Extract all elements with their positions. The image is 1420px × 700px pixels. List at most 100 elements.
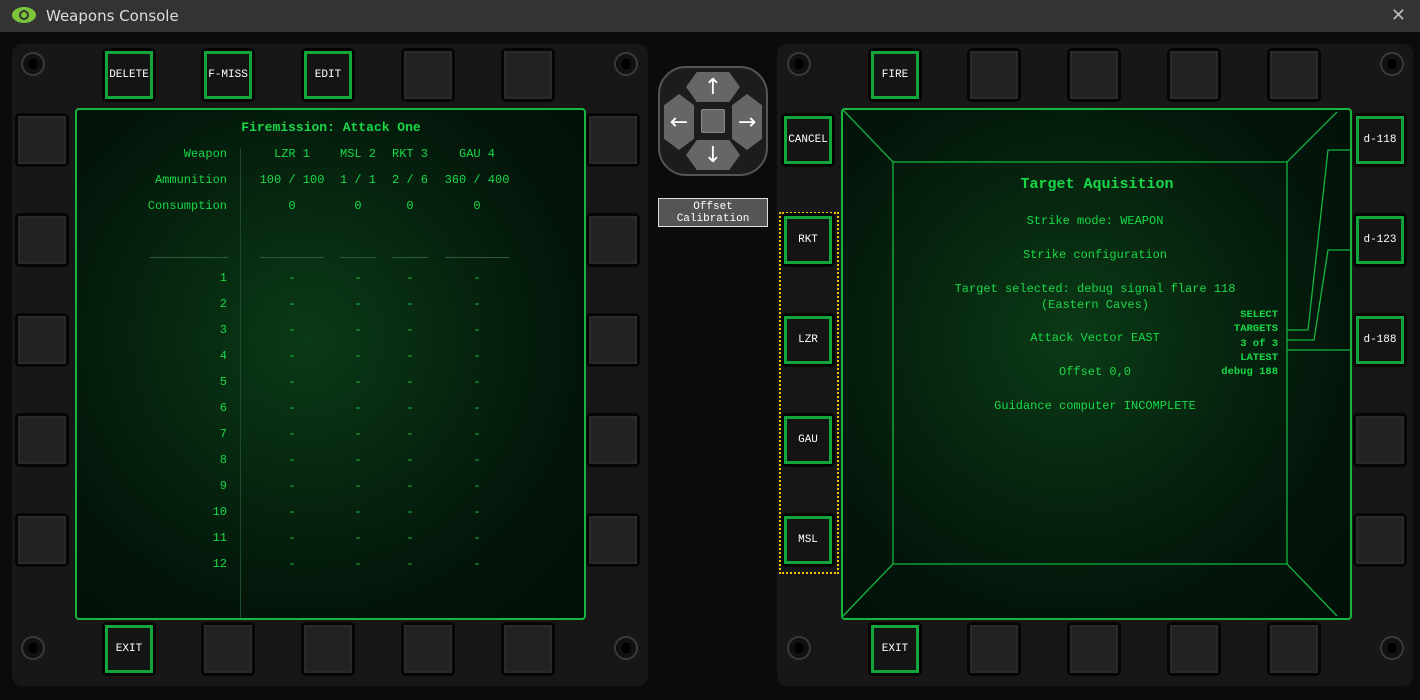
arrow-down-button[interactable]: ↓ [686, 140, 740, 170]
arrow-up-button[interactable]: ↑ [686, 72, 740, 102]
left-top-button-4[interactable] [401, 48, 455, 102]
close-icon[interactable]: ✕ [1390, 5, 1406, 26]
column-separator [445, 257, 509, 258]
target-button-d-188[interactable]: d-188 [1353, 313, 1407, 367]
row-label: Consumption [147, 199, 227, 213]
offset-calibration-button[interactable]: Offset Calibration [658, 198, 768, 227]
right-top-button-fire-label: FIRE [871, 51, 919, 99]
right-side-button-1[interactable] [586, 113, 640, 167]
row-number: 4 [219, 349, 227, 363]
left-top-button-edit-label: EDIT [304, 51, 352, 99]
weapon-button-lzr[interactable]: LZR [781, 313, 835, 367]
screw-icon [787, 52, 811, 76]
target-button-d-118[interactable]: d-118 [1353, 113, 1407, 167]
left-side-button-4[interactable] [15, 413, 69, 467]
empty-cell: - [288, 375, 296, 389]
empty-cell: - [354, 505, 362, 519]
empty-cell: - [288, 505, 296, 519]
left-top-button-f-miss[interactable]: F-MISS [201, 48, 255, 102]
weapon-button-gau[interactable]: GAU [781, 413, 835, 467]
left-side-button-5[interactable] [15, 513, 69, 567]
empty-cell: - [288, 557, 296, 571]
left-top-button-edit[interactable]: EDIT [301, 48, 355, 102]
empty-cell: - [473, 479, 481, 493]
row-number: 3 [219, 323, 227, 337]
row-number: 5 [219, 375, 227, 389]
row-number: 12 [212, 557, 227, 571]
empty-cell: - [288, 323, 296, 337]
right-bottom-button-exit-label: EXIT [871, 625, 919, 673]
right-bottom-button-3[interactable] [1067, 622, 1121, 676]
left-bottom-button-5[interactable] [501, 622, 555, 676]
empty-cell: - [406, 323, 414, 337]
empty-cell: - [473, 453, 481, 467]
right-side-button-5[interactable] [586, 513, 640, 567]
arrow-right-button[interactable]: → [732, 94, 762, 150]
row-number: 8 [219, 453, 227, 467]
screw-icon [21, 636, 45, 660]
offset-readout: Offset 0,0 [1058, 365, 1132, 379]
row-number: 11 [212, 531, 227, 545]
left-side-button-3[interactable] [15, 313, 69, 367]
left-top-button-5[interactable] [501, 48, 555, 102]
left-side-button-1[interactable] [15, 113, 69, 167]
right-top-button-fire[interactable]: FIRE [868, 48, 922, 102]
column-consumption: 0 [406, 199, 414, 213]
empty-cell: - [473, 505, 481, 519]
empty-cell: - [473, 297, 481, 311]
strike-mode: Strike mode: WEAPON [1026, 214, 1164, 228]
weapon-button-rkt[interactable]: RKT [781, 213, 835, 267]
column-consumption: 0 [354, 199, 362, 213]
left-bottom-button-exit[interactable]: EXIT [102, 622, 156, 676]
target-button-d-123[interactable]: d-123 [1353, 213, 1407, 267]
arrow-left-button[interactable]: ← [664, 94, 694, 150]
empty-cell: - [354, 349, 362, 363]
left-bottom-button-4[interactable] [401, 622, 455, 676]
right-side-button-3[interactable] [586, 313, 640, 367]
row-number: 10 [212, 505, 227, 519]
right-bottom-button-exit[interactable]: EXIT [868, 622, 922, 676]
left-bottom-button-3[interactable] [301, 622, 355, 676]
empty-cell: - [406, 531, 414, 545]
empty-cell: - [473, 271, 481, 285]
empty-cell: - [406, 401, 414, 415]
column-ammo: 1 / 1 [339, 173, 377, 187]
right-side-button-2[interactable] [586, 213, 640, 267]
right-bottom-button-2[interactable] [967, 622, 1021, 676]
empty-cell: - [406, 297, 414, 311]
center-button[interactable] [701, 109, 725, 133]
right-top-button-5[interactable] [1267, 48, 1321, 102]
left-side-button-2[interactable] [15, 213, 69, 267]
right-bottom-button-5[interactable] [1267, 622, 1321, 676]
right-bottom-button-4[interactable] [1167, 622, 1221, 676]
empty-cell: - [406, 427, 414, 441]
target-location: (Eastern Caves) [1040, 298, 1150, 312]
target-side-button-4[interactable] [1353, 413, 1407, 467]
row-number: 9 [219, 479, 227, 493]
empty-cell: - [406, 375, 414, 389]
left-bottom-button-2[interactable] [201, 622, 255, 676]
weapon-button-msl-label: MSL [784, 516, 832, 564]
empty-cell: - [354, 401, 362, 415]
right-top-button-3[interactable] [1067, 48, 1121, 102]
left-top-button-delete[interactable]: DELETE [102, 48, 156, 102]
right-top-button-2[interactable] [967, 48, 1021, 102]
strike-configuration: Strike configuration [1022, 248, 1168, 262]
right-top-button-4[interactable] [1167, 48, 1221, 102]
row-label: Ammunition [154, 173, 227, 187]
calibration-label: Calibration [676, 213, 750, 225]
column-consumption: 0 [473, 199, 481, 213]
column-separator [260, 257, 324, 258]
direction-pad: ↑ ↓ ← → [658, 66, 768, 176]
weapon-button-gau-label: GAU [784, 416, 832, 464]
weapon-button-cancel[interactable]: CANCEL [781, 113, 835, 167]
empty-cell: - [473, 375, 481, 389]
weapon-button-msl[interactable]: MSL [781, 513, 835, 567]
select-targets-line: TARGETS [1233, 323, 1278, 336]
target-side-button-5[interactable] [1353, 513, 1407, 567]
guidance-status: Guidance computer INCOMPLETE [994, 399, 1196, 413]
right-side-button-4[interactable] [586, 413, 640, 467]
row-label: Weapon [183, 147, 227, 161]
empty-cell: - [406, 271, 414, 285]
